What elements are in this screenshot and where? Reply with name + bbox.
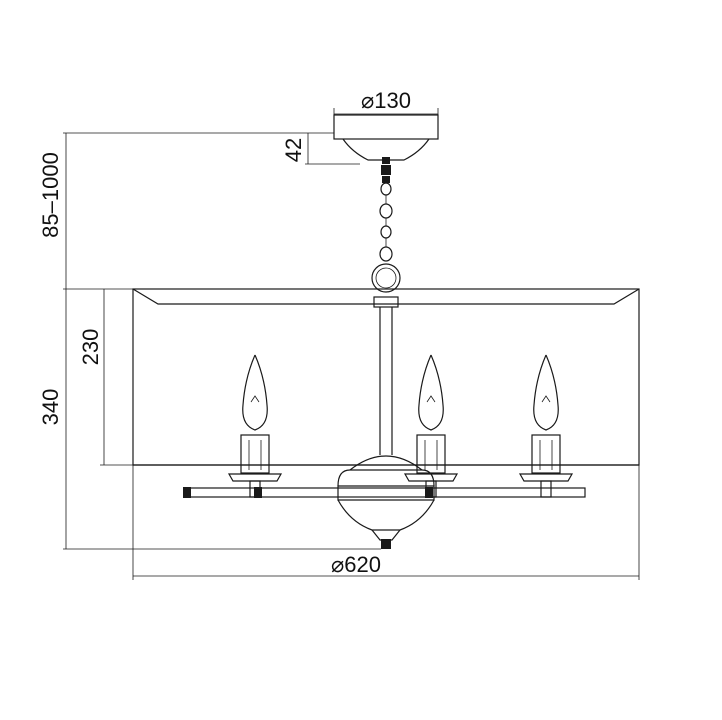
canopy-height-label: 42 — [281, 138, 306, 162]
stem — [337, 307, 435, 549]
candle-bulb-icon — [227, 354, 283, 498]
chain-icon — [371, 165, 401, 293]
canopy-diameter-label: ⌀130 — [361, 88, 411, 113]
dimension-lines — [63, 108, 640, 580]
canopy-icon — [333, 114, 439, 164]
shade-diameter-label: ⌀620 — [331, 552, 381, 577]
arm — [183, 487, 586, 498]
suspension-range-label: 85–1000 — [38, 152, 63, 238]
body-height-label: 340 — [38, 389, 63, 426]
candle-bulb-icon — [518, 354, 574, 498]
shade-icon — [132, 288, 640, 466]
shade-height-label: 230 — [78, 329, 103, 366]
candle-bulb-icon — [403, 354, 459, 498]
